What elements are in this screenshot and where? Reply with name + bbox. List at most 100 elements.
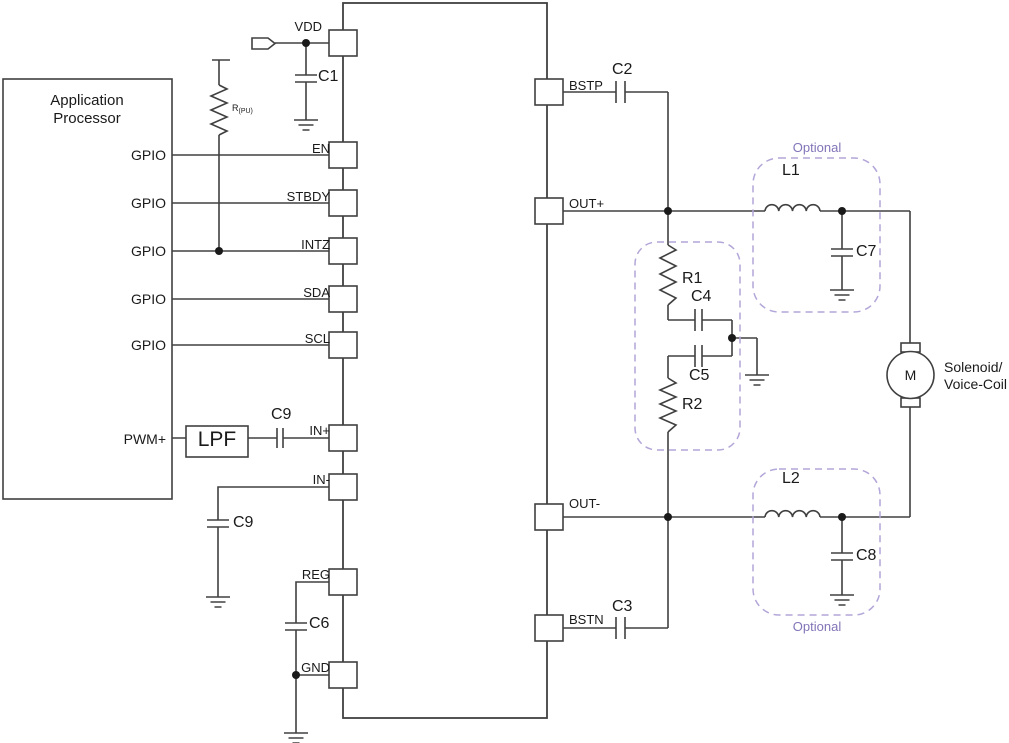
junction-dots bbox=[215, 39, 846, 679]
c7-label: C7 bbox=[856, 243, 877, 260]
c9-series-capacitor-symbol bbox=[276, 428, 284, 448]
pin-box-out-plus bbox=[534, 197, 564, 225]
motor-terminal-bottom bbox=[900, 397, 921, 408]
ap-pin-gpio-1: GPIO bbox=[130, 147, 166, 163]
junction-dot bbox=[664, 513, 672, 521]
pin-label-bstn: BSTN bbox=[569, 612, 604, 627]
snubber-network bbox=[658, 211, 770, 517]
pin-box-in-minus bbox=[328, 473, 358, 501]
junction-dot bbox=[302, 39, 310, 47]
pin-label-intz: INTZ bbox=[301, 237, 330, 252]
c5-label: C5 bbox=[689, 367, 710, 384]
c2-label: C2 bbox=[612, 61, 633, 78]
reg-gnd-net bbox=[283, 581, 329, 743]
pin-box-out-minus bbox=[534, 503, 564, 531]
junction-dot bbox=[664, 207, 672, 215]
in-minus-wire bbox=[217, 486, 329, 597]
pin-box-bstn bbox=[534, 614, 564, 642]
c1-label: C1 bbox=[318, 68, 339, 85]
ap-pin-gpio-3: GPIO bbox=[130, 243, 166, 259]
junction-dot bbox=[728, 334, 736, 342]
c2-capacitor-symbol bbox=[615, 81, 626, 103]
c4-capacitor-symbol bbox=[694, 309, 703, 331]
c1-capacitor-symbol bbox=[295, 74, 317, 83]
bstn-net bbox=[563, 517, 669, 639]
motor-label-line1: Solenoid/ bbox=[944, 359, 1003, 375]
pullup-resistor-net bbox=[209, 59, 230, 251]
r2-resistor-symbol bbox=[658, 377, 678, 433]
ground-icon bbox=[205, 596, 231, 608]
ap-pin-gpio-5: GPIO bbox=[130, 337, 166, 353]
bstp-net bbox=[563, 81, 669, 211]
out-plus-wire bbox=[563, 210, 911, 343]
pin-label-reg: REG bbox=[301, 567, 330, 582]
r1-resistor-symbol bbox=[658, 244, 678, 306]
ground-icon bbox=[293, 119, 319, 131]
motor-terminal-top bbox=[900, 342, 921, 353]
junction-dot bbox=[838, 513, 846, 521]
c7-capacitor-symbol bbox=[831, 248, 853, 257]
pin-box-reg bbox=[328, 568, 358, 596]
pin-label-in-minus: IN- bbox=[312, 472, 330, 487]
pin-label-in-plus: IN+ bbox=[309, 423, 330, 438]
pullup-resistor-label: R(PU) bbox=[232, 103, 253, 115]
pin-label-bstp: BSTP bbox=[569, 78, 603, 93]
c4-label: C4 bbox=[691, 288, 712, 305]
c8-capacitor-symbol bbox=[831, 552, 853, 561]
motor-label-line2: Voice-Coil bbox=[944, 376, 1008, 392]
ic-left-pin-boxes bbox=[328, 29, 358, 689]
junction-dot bbox=[838, 207, 846, 215]
driver-ic-body bbox=[342, 2, 548, 719]
out-minus-net bbox=[563, 407, 911, 606]
l1-inductor-symbol bbox=[764, 203, 821, 212]
pin-box-in-plus bbox=[328, 424, 358, 452]
pin-box-vdd bbox=[328, 29, 358, 57]
snubber-wires bbox=[667, 211, 758, 517]
junction-dot bbox=[292, 671, 300, 679]
c6-label: C6 bbox=[309, 615, 330, 632]
ap-title-line2: Processor bbox=[53, 110, 121, 127]
gpio-pwm-wires bbox=[172, 154, 329, 439]
pin-box-en bbox=[328, 141, 358, 169]
ap-pin-gpio-2: GPIO bbox=[130, 195, 166, 211]
r2-label: R2 bbox=[682, 396, 703, 413]
ap-title-line1: Application bbox=[50, 92, 124, 109]
c9-shunt-label: C9 bbox=[233, 514, 254, 531]
ic-right-pin-boxes bbox=[534, 78, 564, 642]
ap-pin-gpio-4: GPIO bbox=[130, 291, 166, 307]
c3-capacitor-symbol bbox=[615, 617, 626, 639]
junction-dot bbox=[215, 247, 223, 255]
c5-capacitor-symbol bbox=[694, 345, 703, 367]
optional-dashed-boxes bbox=[634, 157, 881, 616]
out-plus-net bbox=[563, 203, 911, 343]
motor-m-label: M bbox=[904, 367, 917, 383]
bstp-wire bbox=[563, 91, 669, 211]
reg-gnd-wire bbox=[295, 581, 329, 733]
c9-shunt-capacitor-symbol bbox=[207, 519, 229, 528]
ground-icon bbox=[829, 289, 855, 301]
c6-capacitor-symbol bbox=[285, 622, 307, 631]
l1-filter-dashed-box bbox=[752, 157, 881, 313]
ground-icon bbox=[283, 732, 309, 743]
pin-box-scl bbox=[328, 331, 358, 359]
in-minus-net bbox=[205, 486, 329, 608]
pin-box-bstp bbox=[534, 78, 564, 106]
ap-pin-pwm: PWM+ bbox=[123, 431, 166, 447]
pin-label-out-minus: OUT- bbox=[569, 496, 601, 511]
pin-label-stbdy: STBDY bbox=[286, 189, 330, 204]
l2-filter-dashed-box bbox=[752, 468, 881, 616]
l2-inductor-symbol bbox=[764, 509, 821, 518]
pin-label-out-plus: OUT+ bbox=[569, 196, 605, 211]
application-processor-box bbox=[2, 78, 173, 500]
motor-symbol bbox=[886, 342, 935, 408]
pin-label-vdd: VDD bbox=[294, 19, 322, 34]
pin-label-scl: SCL bbox=[304, 331, 330, 346]
motor-circle bbox=[886, 350, 935, 400]
optional-label-top: Optional bbox=[792, 140, 842, 155]
pullup-name: R bbox=[232, 103, 239, 113]
pin-label-en: EN bbox=[311, 141, 330, 156]
pin-box-gnd bbox=[328, 661, 358, 689]
ground-icon bbox=[829, 594, 855, 606]
bstn-wire bbox=[563, 517, 669, 629]
c3-label: C3 bbox=[612, 598, 633, 615]
